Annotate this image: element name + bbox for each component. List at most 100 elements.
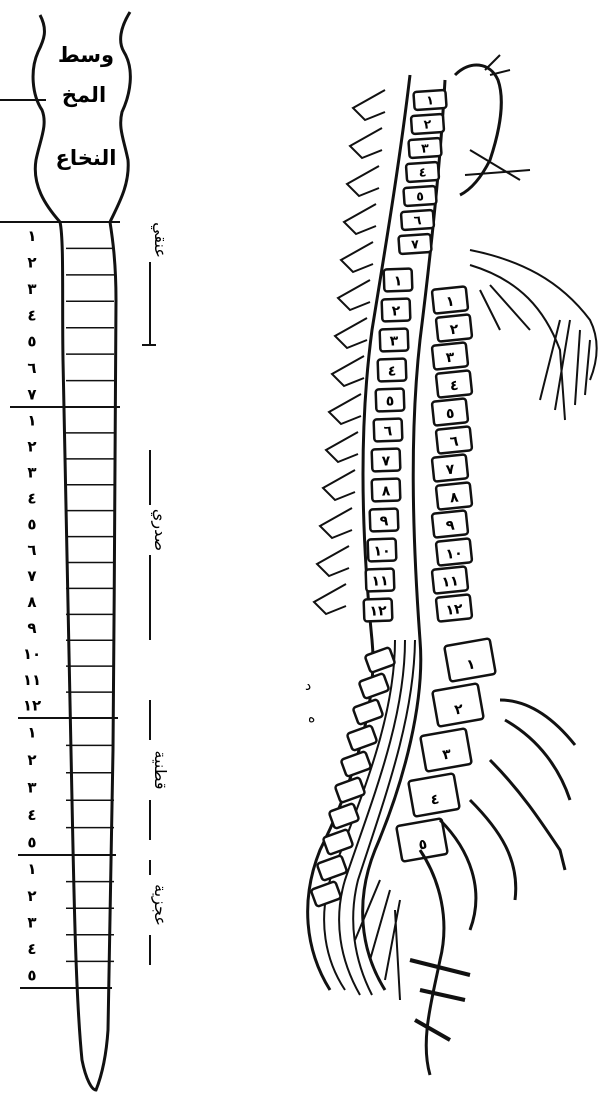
vertebra: ٨ — [372, 479, 401, 502]
vertebra-label: ١٠ — [445, 545, 464, 563]
vertebra-label: ٤ — [449, 378, 459, 395]
vertebra: ٣ — [420, 728, 472, 771]
segment-numeral: ٢ — [27, 438, 36, 456]
column-left-edge — [308, 75, 410, 990]
vertebra-label: ١ — [445, 294, 455, 311]
vertebra-label: ٦ — [384, 423, 394, 439]
vertebra: ٢ — [436, 314, 472, 341]
vertebra: ٥ — [432, 398, 468, 425]
spinous-process — [332, 356, 364, 386]
segment-numeral: ٨ — [27, 593, 36, 611]
spinous-process — [314, 584, 346, 614]
vertebra: ١٢ — [364, 599, 393, 622]
segment-numeral: ٣ — [27, 913, 36, 931]
segment-numeral: ٢ — [27, 751, 36, 769]
spinous-process — [347, 166, 379, 196]
segment-numeral: ٣ — [27, 779, 36, 797]
spinous-process — [353, 90, 385, 120]
vertebra: ١ — [432, 286, 468, 313]
segment-numeral: ١ — [27, 724, 36, 742]
vertebra: ٩ — [432, 510, 468, 537]
vertebra — [347, 725, 378, 751]
spinous-process — [341, 242, 373, 272]
group-label-lumbar: قطنية — [151, 750, 170, 789]
vertebra: ١٠ — [436, 538, 472, 565]
spinous-process — [323, 470, 355, 500]
side-mark-b: ه — [308, 710, 315, 726]
vertebra: ٢ — [382, 299, 411, 322]
head-nerve — [465, 55, 530, 180]
group-bracket-cervical — [142, 262, 156, 345]
vertebra-label: ٤ — [418, 164, 427, 179]
vertebra: ١٢ — [436, 594, 472, 621]
vertebra-label: ٣ — [421, 140, 430, 156]
vertebra: ٨ — [436, 482, 472, 509]
vertebra: ٦ — [374, 419, 403, 442]
vertebra: ٩ — [370, 509, 399, 532]
spinous-process — [350, 128, 382, 158]
vertebra: ٢ — [411, 114, 444, 134]
cord-outline — [33, 12, 130, 1090]
vertebrae: ١٢٣٤٥٦٧١٢٣٤٥٦٧٨٩١٠١١١٢١٢٣٤٥٦٧٨٩١٠١١١٢١٢٣… — [311, 90, 496, 907]
vertebra: ٣ — [432, 342, 468, 369]
segment-numeral: ٢ — [27, 887, 36, 905]
vertebra: ١٠ — [368, 539, 397, 562]
vertebra-label: ١١ — [441, 573, 460, 591]
group-label-sacral: عجزية — [150, 884, 170, 926]
vertebra: ٧ — [398, 234, 431, 254]
spinous-process — [329, 394, 361, 424]
vertebra: ٥ — [403, 186, 436, 206]
segment-numeral: ٢ — [27, 253, 36, 271]
schematic-spinal-cord: وسط المخ النخاع ١٢٣٤٥٦٧١٢٣٤٥٦٧٨٩١٠١١١٢١٢… — [0, 12, 170, 1090]
spinous-process — [317, 546, 349, 576]
vertebra: ٥ — [376, 389, 405, 412]
head-label-brain: المخ — [62, 83, 106, 107]
spinous-process — [320, 508, 352, 538]
spinous-process — [344, 204, 376, 234]
vertebra — [359, 673, 390, 699]
vertebra: ١ — [444, 638, 496, 681]
vertebra-label: ١٢ — [369, 603, 387, 620]
vertebra: ١ — [413, 90, 446, 110]
segment-numeral: ٦ — [27, 541, 36, 559]
vertebra-label: ٩ — [380, 513, 390, 529]
segment-numeral: ٧ — [27, 386, 36, 404]
vertebra-label: ٥ — [386, 393, 395, 409]
vertebra: ٤ — [408, 773, 460, 816]
vertebra — [329, 803, 360, 829]
segment-numeral: ١ — [27, 412, 36, 430]
vertebra-label: ٢ — [423, 116, 432, 132]
vertebra-label: ١١ — [371, 573, 389, 590]
vertebra: ٤ — [406, 162, 439, 182]
spinous-process — [338, 280, 370, 310]
vertebra-label: ٥ — [445, 406, 455, 423]
segment-numeral: ٣ — [27, 463, 36, 481]
segment-numeral: ٥ — [27, 967, 36, 985]
vertebra: ١ — [384, 269, 413, 292]
segment-numeral: ٥ — [27, 833, 36, 851]
anatomical-spine-sketch: ١٢٣٤٥٦٧١٢٣٤٥٦٧٨٩١٠١١١٢١٢٣٤٥٦٧٨٩١٠١١١٢١٢٣… — [305, 55, 597, 1075]
vertebra — [341, 751, 372, 777]
vertebra: ٣ — [408, 138, 441, 158]
group-label-thoracic: صدري — [150, 509, 170, 551]
vertebra-label: ١ — [394, 273, 403, 289]
brachial-nerves — [470, 250, 597, 420]
vertebra — [365, 647, 396, 673]
vertebra: ٦ — [401, 210, 434, 230]
segment-numeral: ٧ — [27, 567, 36, 585]
vertebra: ٧ — [372, 449, 401, 472]
segment-numeral: ١ — [27, 227, 36, 245]
vertebra-label: ٤ — [388, 363, 397, 379]
side-mark-a: د — [305, 678, 311, 694]
segment-numeral: ٤ — [27, 940, 36, 958]
vertebra-label: ٧ — [411, 236, 420, 252]
vertebra: ١١ — [432, 566, 468, 593]
segment-numeral: ٣ — [27, 280, 36, 298]
segment-numeral: ٥ — [27, 515, 36, 533]
segment-numeral: ٤ — [27, 806, 36, 824]
spinous-process — [335, 318, 367, 348]
vertebra — [311, 881, 342, 907]
segment-numeral: ١ — [27, 860, 36, 878]
